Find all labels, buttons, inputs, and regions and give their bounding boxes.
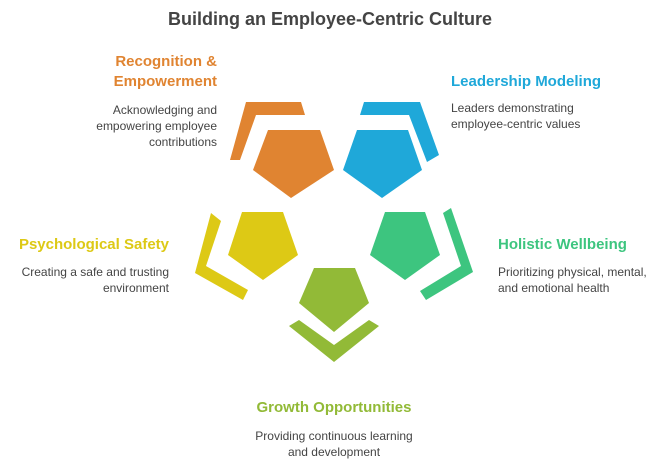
page-title: Building an Employee-Centric Culture <box>167 9 493 29</box>
recognition-desc-line2: empowering employee <box>96 119 217 133</box>
leadership-desc-line1: Leaders demonstrating <box>451 101 574 115</box>
growth-segment <box>289 268 379 362</box>
psychological-desc-line1: Creating a safe and trusting <box>21 265 169 279</box>
wellbeing-heading: Holistic Wellbeing <box>498 235 658 255</box>
psychological-heading: Psychological Safety <box>10 235 169 255</box>
psychological-desc-line2: environment <box>102 281 169 295</box>
wellbeing-description: Prioritizing physical, mental, and emoti… <box>498 264 658 296</box>
leadership-segment <box>343 102 439 198</box>
leadership-pentagon-icon <box>343 130 422 198</box>
wellbeing-desc-line1: Prioritizing physical, mental, <box>498 265 647 279</box>
wellbeing-heading-line1: Holistic Wellbeing <box>498 236 627 253</box>
recognition-description: Acknowledging and empowering employee co… <box>60 102 217 150</box>
recognition-heading-line2: Empowerment <box>113 73 217 90</box>
recognition-desc-line1: Acknowledging and <box>112 103 217 117</box>
recognition-segment <box>230 102 334 198</box>
growth-description: Providing continuous learning and develo… <box>210 428 458 460</box>
leadership-heading: Leadership Modeling <box>451 72 641 92</box>
psychological-heading-line1: Psychological Safety <box>18 236 169 253</box>
growth-desc-line2: and development <box>287 445 381 459</box>
wellbeing-desc-line2: and emotional health <box>498 281 610 295</box>
recognition-pentagon-icon <box>253 130 334 198</box>
psychological-description: Creating a safe and trusting environment <box>10 264 169 296</box>
wellbeing-segment <box>370 208 473 300</box>
wellbeing-bracket <box>420 208 473 300</box>
recognition-bracket <box>230 102 305 160</box>
psychological-bracket <box>195 213 248 300</box>
recognition-desc-line3: contributions <box>148 135 217 149</box>
growth-pentagon-icon <box>299 268 369 332</box>
growth-heading: Growth Opportunities <box>210 398 458 418</box>
growth-bracket <box>289 320 379 362</box>
growth-heading-line1: Growth Opportunities <box>256 399 412 416</box>
leadership-desc-line2: employee-centric values <box>451 117 581 131</box>
psychological-pentagon-icon <box>228 212 298 280</box>
psychological-segment <box>195 212 298 300</box>
leadership-description: Leaders demonstrating employee-centric v… <box>451 100 641 132</box>
leadership-bracket <box>360 102 439 162</box>
wellbeing-pentagon-icon <box>370 212 440 280</box>
recognition-heading: Recognition & Empowerment <box>60 52 217 92</box>
leadership-heading-line1: Leadership Modeling <box>451 73 602 90</box>
growth-desc-line1: Providing continuous learning <box>255 429 413 443</box>
recognition-heading-line1: Recognition & <box>115 53 217 70</box>
